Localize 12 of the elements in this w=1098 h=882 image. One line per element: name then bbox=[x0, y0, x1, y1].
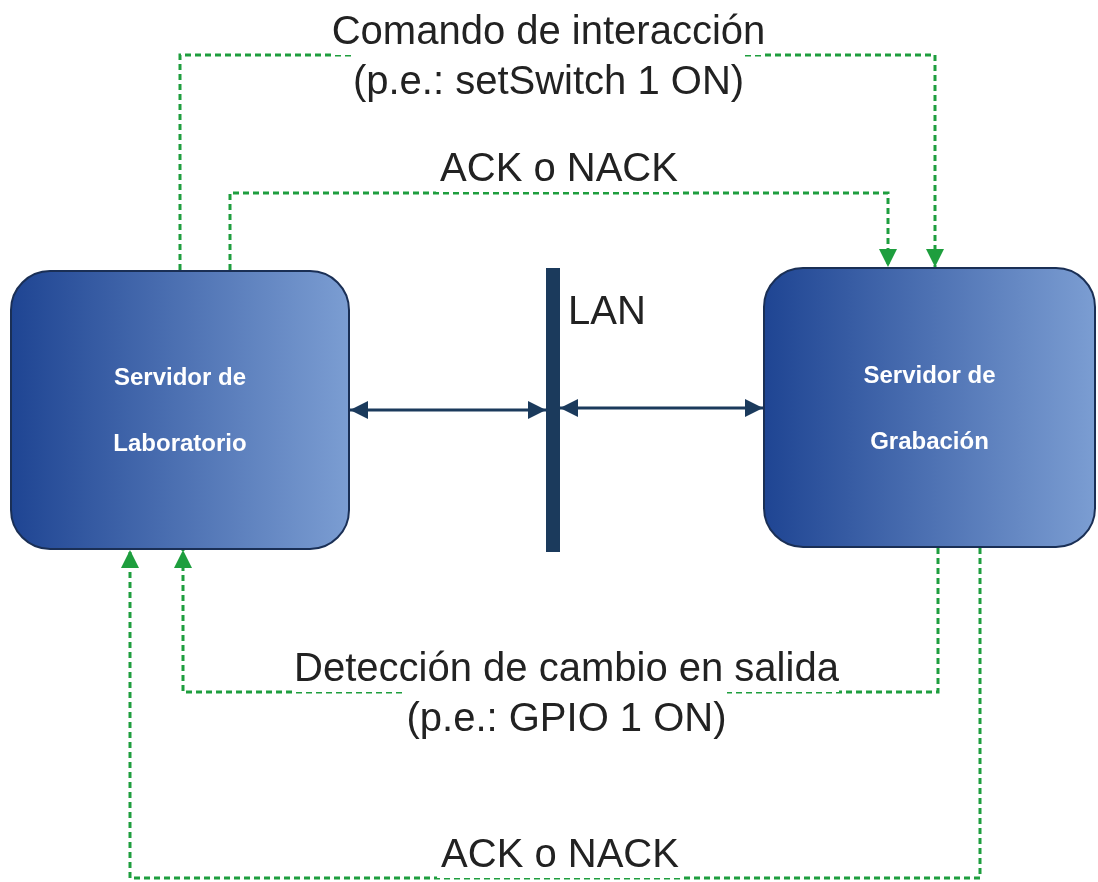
arrow bbox=[350, 401, 546, 419]
arrow bbox=[560, 399, 763, 417]
server-name: Servidor de Grabación bbox=[862, 359, 997, 456]
edge-label: Detección de cambio en salida (p.e.: GPIO 1 ON) bbox=[252, 642, 881, 742]
server-box bbox=[10, 270, 350, 550]
server-box bbox=[763, 267, 1096, 548]
server-name: Servidor de Laboratorio bbox=[112, 362, 248, 458]
dashed-arrow bbox=[121, 548, 982, 880]
dashed-arrow bbox=[228, 191, 897, 270]
network-label: LAN bbox=[568, 288, 646, 333]
network-bar bbox=[546, 268, 560, 552]
edge-label: Comando de interacción (p.e.: setSwitch 1 ON) bbox=[234, 5, 863, 105]
